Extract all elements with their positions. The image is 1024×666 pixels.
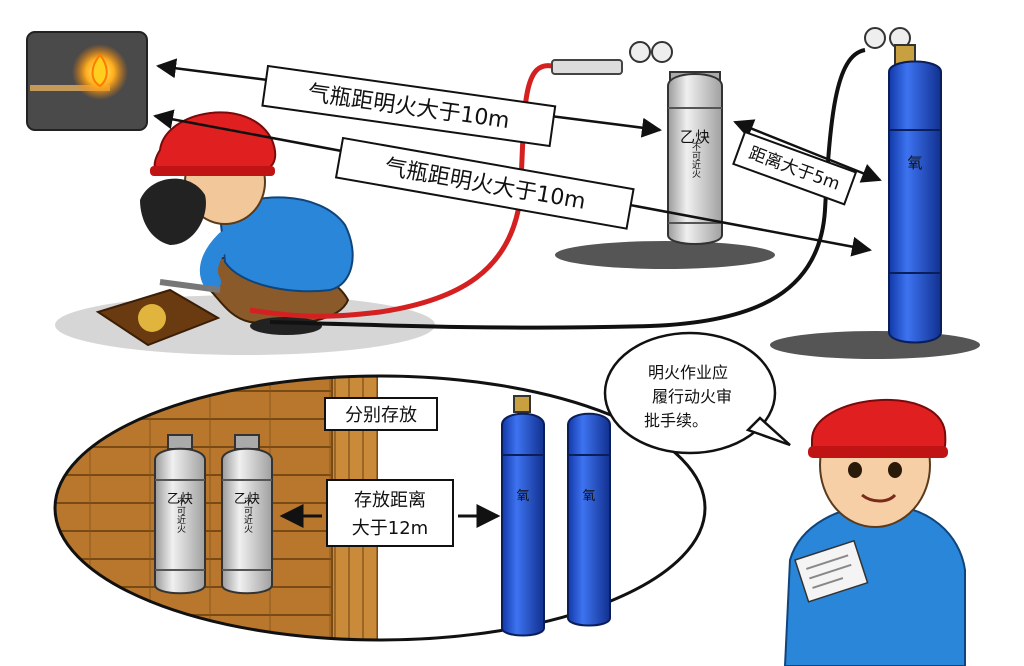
oxygen-name-top: 氧 [907,154,922,172]
supervisor-figure [783,399,966,666]
svg-text:氧: 氧 [582,489,595,504]
acetylene-cylinder-bottom-2: 乙炔 不可近火 [221,434,273,595]
oxygen-cylinder-top: 氧 [864,27,942,344]
svg-text:履行动火审: 履行动火审 [652,387,732,406]
oxygen-cylinder-bottom-1: 氧 [501,395,545,637]
permit-document-icon [794,539,869,603]
svg-text:明火作业应: 明火作业应 [648,363,728,382]
svg-text:存放距离: 存放距离 [354,490,426,511]
svg-text:氧: 氧 [516,489,529,504]
label-distance-fire-1: 气瓶距明火大于10m [261,64,557,148]
svg-text:乙炔: 乙炔 [167,492,193,507]
label-distance-fire-2: 气瓶距明火大于10m [334,136,635,230]
label-storage-distance: 存放距离 大于12m [326,479,454,547]
acetylene-warning-top: 不可近火 [690,142,701,178]
label-separate-storage: 分别存放 [324,397,438,431]
svg-text:大于12m: 大于12m [352,518,428,539]
flame-icon [91,53,108,88]
svg-text:不可近火: 不可近火 [242,497,253,533]
speech-bubble: 明火作业应 履行动火审 批手续。 [603,331,791,455]
fire-source-panel [26,31,148,131]
svg-text:不可近火: 不可近火 [175,497,186,533]
svg-text:乙炔: 乙炔 [234,492,260,507]
svg-text:批手续。: 批手续。 [644,411,708,430]
helmet-icon [153,111,277,174]
oxygen-cylinder-bottom-2: 氧 [567,412,611,627]
acetylene-cylinder-bottom-1: 乙炔 不可近火 [154,434,206,595]
svg-text:分别存放: 分别存放 [345,405,417,426]
label-distance-cylinders: 距离大于5m [732,130,858,206]
